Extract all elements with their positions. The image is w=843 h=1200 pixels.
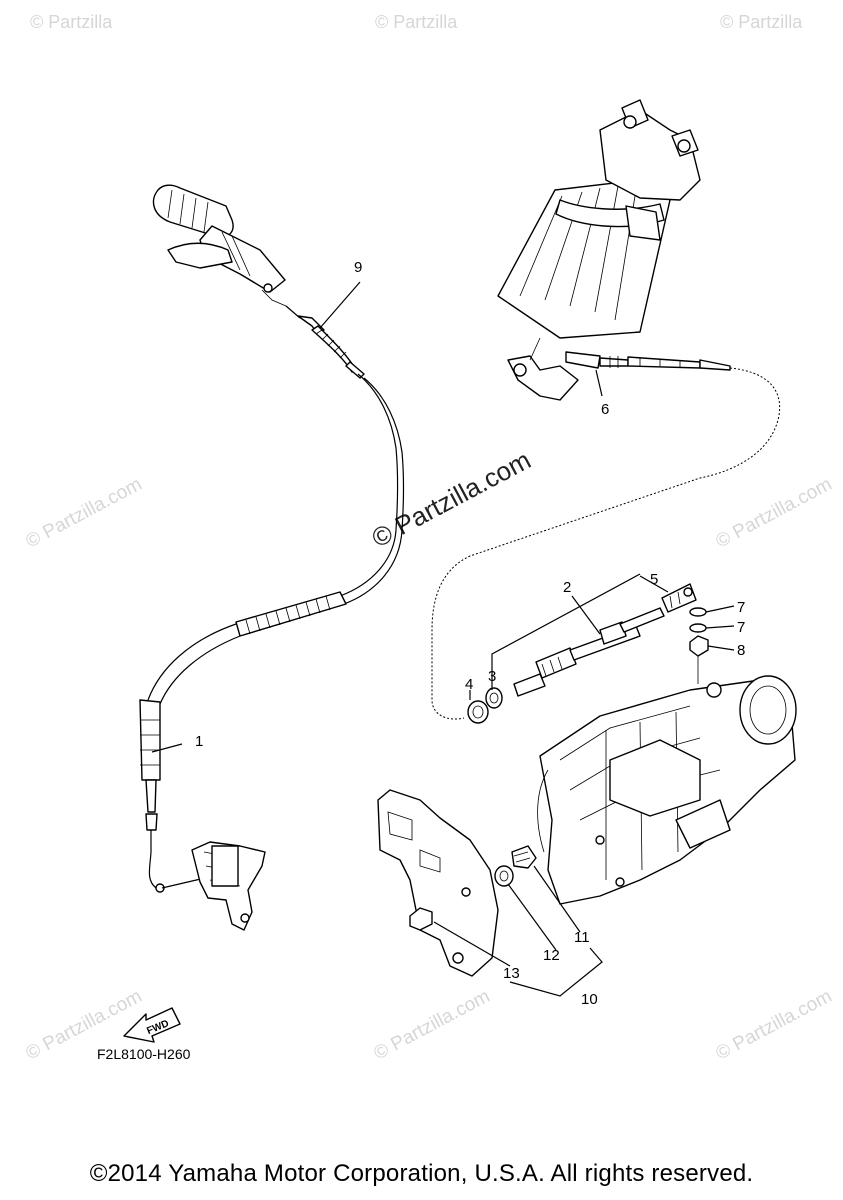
handlebar-grip — [152, 184, 287, 307]
watermark-mid-left: © Partzilla.com — [22, 474, 145, 553]
steering-nozzle — [497, 99, 701, 401]
watermark-center: © Partzilla.com — [367, 445, 536, 554]
watermark-mid-right: © Partzilla.com — [712, 474, 835, 553]
callout-11: 11 — [574, 929, 590, 946]
callout-9: 9 — [354, 259, 362, 276]
watermark-top-middle: © Partzilla — [375, 12, 458, 32]
watermark-low-middle: © Partzilla.com — [370, 986, 493, 1065]
callout-2: 2 — [563, 579, 571, 596]
throttle-cable — [139, 305, 405, 893]
callout-5: 5 — [650, 571, 658, 588]
watermark-top-left: © Partzilla — [30, 12, 113, 32]
jet-pump-housing — [537, 656, 797, 905]
callout-13: 13 — [503, 965, 520, 982]
callout-4: 4 — [465, 676, 473, 693]
callout-labels: 9 6 1 2 5 3 4 7 7 8 11 12 13 10 — [195, 259, 745, 1008]
callout-10: 10 — [581, 991, 598, 1008]
callout-8: 8 — [737, 642, 745, 659]
watermark-low-right: © Partzilla.com — [712, 986, 835, 1065]
mounting-plate — [377, 789, 537, 977]
leader-lines — [151, 281, 735, 997]
callout-3: 3 — [488, 668, 496, 685]
copyright-notice: ©2014 Yamaha Motor Corporation, U.S.A. A… — [89, 1160, 754, 1187]
callout-6: 6 — [601, 401, 609, 418]
callout-12: 12 — [543, 947, 560, 964]
watermark-top-right: © Partzilla — [720, 12, 803, 32]
hardware — [467, 607, 709, 724]
fwd-arrow: FWD — [123, 1007, 181, 1043]
callout-7a: 7 — [737, 599, 745, 616]
callout-7b: 7 — [737, 619, 745, 636]
steering-cable — [513, 583, 697, 697]
steering-cable-end — [431, 351, 781, 720]
throttle-bracket — [191, 841, 266, 931]
diagram-code: F2L8100-H260 — [97, 1046, 191, 1062]
callout-1: 1 — [195, 733, 203, 750]
